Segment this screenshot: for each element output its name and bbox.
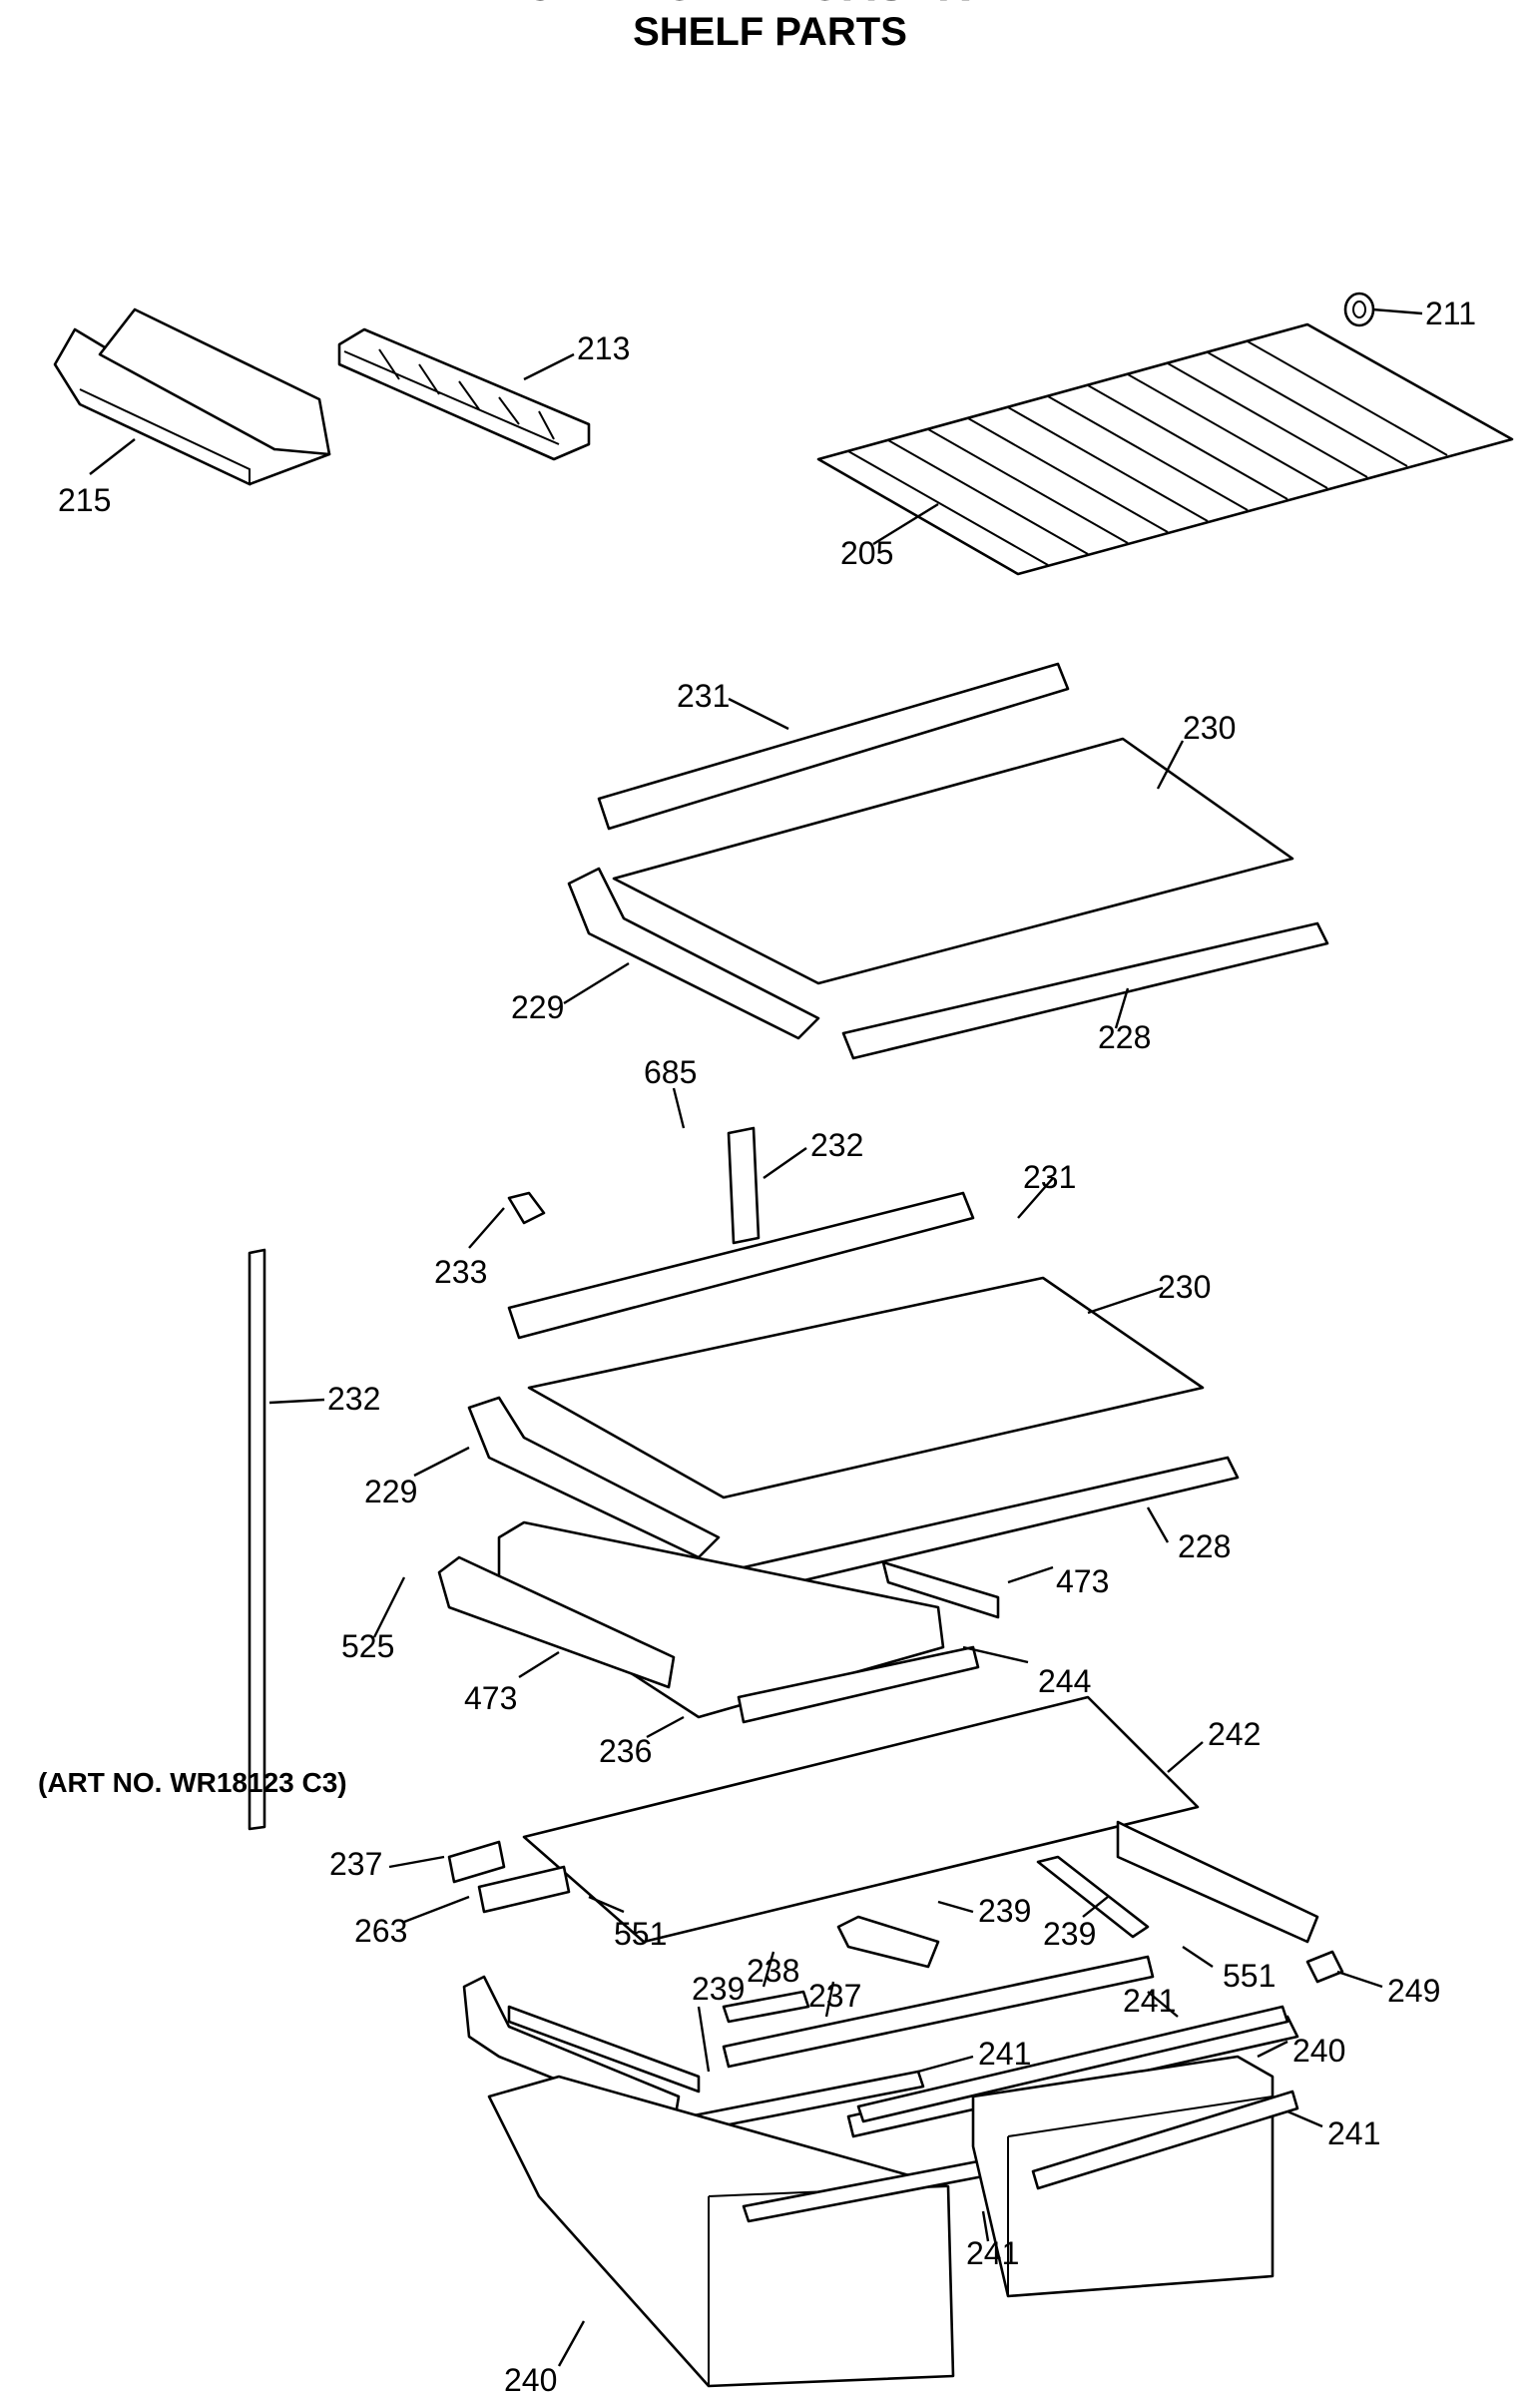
callout-244: 244 xyxy=(1038,1663,1091,1699)
callout-228-middle: 228 xyxy=(1178,1528,1231,1564)
diagram-title: MODEL GTE21GASERWW xyxy=(0,0,1540,8)
callout-237-left: 237 xyxy=(329,1846,382,1882)
shelf-frame-upper xyxy=(567,662,1329,1060)
ice-tray-part-213 xyxy=(337,327,591,461)
shelf-frame-middle xyxy=(467,1126,1240,1594)
callout-230-upper: 230 xyxy=(1183,710,1236,746)
door-bin-part-215 xyxy=(53,307,331,486)
diagram-subtitle: SHELF PARTS xyxy=(633,10,907,54)
callout-239-right: 239 xyxy=(1043,1916,1096,1952)
pan-part-236 xyxy=(437,1520,1000,1724)
shelf-ladder-part-232 xyxy=(248,1248,266,1831)
callout-238: 238 xyxy=(747,1953,799,1989)
crisper-cover-part-242 xyxy=(522,1695,1200,1944)
crisper-frame-lower xyxy=(447,1820,1344,2138)
callout-229-middle: 229 xyxy=(364,1474,417,1509)
callout-240-right: 240 xyxy=(1292,2033,1345,2069)
callout-241-far-right: 241 xyxy=(1327,2115,1380,2151)
callout-241-lower: 241 xyxy=(966,2235,1019,2271)
callout-233: 233 xyxy=(434,1254,487,1290)
callout-239-center: 239 xyxy=(978,1893,1031,1929)
callout-228-upper: 228 xyxy=(1098,1019,1151,1055)
callout-249: 249 xyxy=(1387,1973,1440,2009)
callout-229-upper: 229 xyxy=(511,989,564,1025)
crisper-drawer-part-240 xyxy=(487,2055,1299,2388)
shelf-stop-part-211 xyxy=(1343,292,1375,327)
callout-551-right: 551 xyxy=(1223,1958,1276,1994)
callout-239-left: 239 xyxy=(692,1971,745,2007)
shelf-support-part-233 xyxy=(507,1191,546,1225)
callout-241-upper-right: 241 xyxy=(1123,1983,1176,2019)
callout-205: 205 xyxy=(840,535,893,571)
callout-232-upper: 232 xyxy=(810,1127,863,1163)
callout-237-center: 237 xyxy=(808,1978,861,2014)
callout-231-upper: 231 xyxy=(677,678,730,714)
callout-labels: 211 213 215 205 231 230 229 228 685 232 … xyxy=(58,296,1476,2396)
callout-232-long: 232 xyxy=(327,1381,380,1417)
callout-231-middle: 231 xyxy=(1023,1159,1076,1195)
callout-263: 263 xyxy=(354,1913,407,1949)
callout-685: 685 xyxy=(644,1054,697,1090)
callout-525: 525 xyxy=(341,1628,394,1664)
callout-215: 215 xyxy=(58,482,111,518)
callout-240-left: 240 xyxy=(504,2362,557,2396)
art-number: (ART NO. WR18123 C3) xyxy=(38,1767,347,1798)
callout-241-center: 241 xyxy=(978,2036,1031,2072)
wire-shelf-part-205 xyxy=(816,322,1514,576)
callout-236: 236 xyxy=(599,1733,652,1769)
callout-230-middle: 230 xyxy=(1158,1269,1211,1305)
callout-473-right: 473 xyxy=(1056,1563,1109,1599)
callout-211: 211 xyxy=(1425,296,1476,331)
callout-242: 242 xyxy=(1208,1716,1261,1752)
callout-473-left: 473 xyxy=(464,1680,517,1716)
callout-leaders xyxy=(89,307,1423,2367)
callout-551-left: 551 xyxy=(614,1916,667,1952)
callout-213: 213 xyxy=(577,330,630,366)
